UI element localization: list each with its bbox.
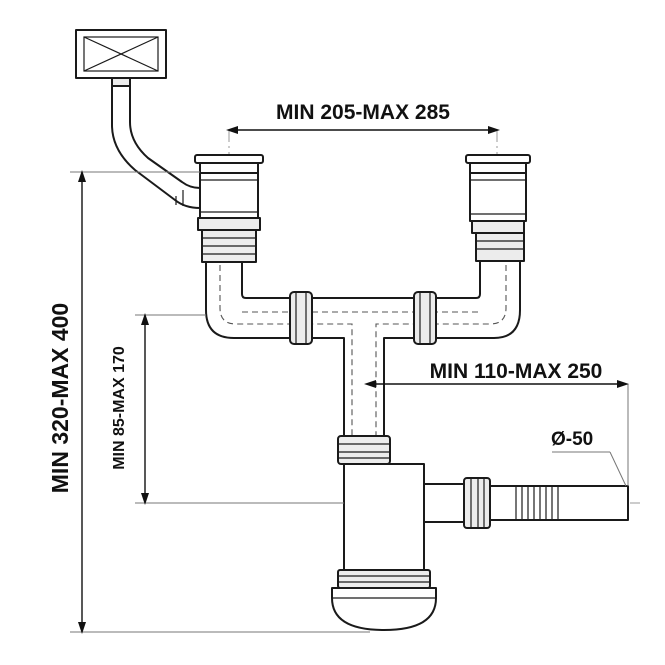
label-outlet-diameter: Ø-50 [551, 429, 593, 450]
outlet-pipe [423, 477, 629, 529]
right-strainer [465, 154, 531, 262]
dim-bowl-spacing [226, 126, 500, 134]
label-overall-height: MIN 320-MAX 400 [47, 303, 73, 493]
connecting-pipe [205, 260, 521, 439]
trap-body [331, 435, 437, 631]
left-strainer [194, 154, 264, 263]
label-outlet-offset: MIN 110-MAX 250 [430, 360, 603, 383]
dim-overall-height [78, 170, 86, 634]
diameter-leader-diag [609, 451, 627, 487]
right-pipe-nut [413, 291, 437, 345]
label-trap-height: MIN 85-MAX 170 [111, 346, 128, 470]
dim-outlet-offset [364, 380, 629, 388]
label-bowl-spacing: MIN 205-MAX 285 [276, 101, 450, 124]
dim-trap-height [141, 313, 149, 505]
left-pipe-nut [289, 291, 313, 345]
overflow-grille [75, 29, 167, 87]
overflow-hose [111, 85, 201, 209]
